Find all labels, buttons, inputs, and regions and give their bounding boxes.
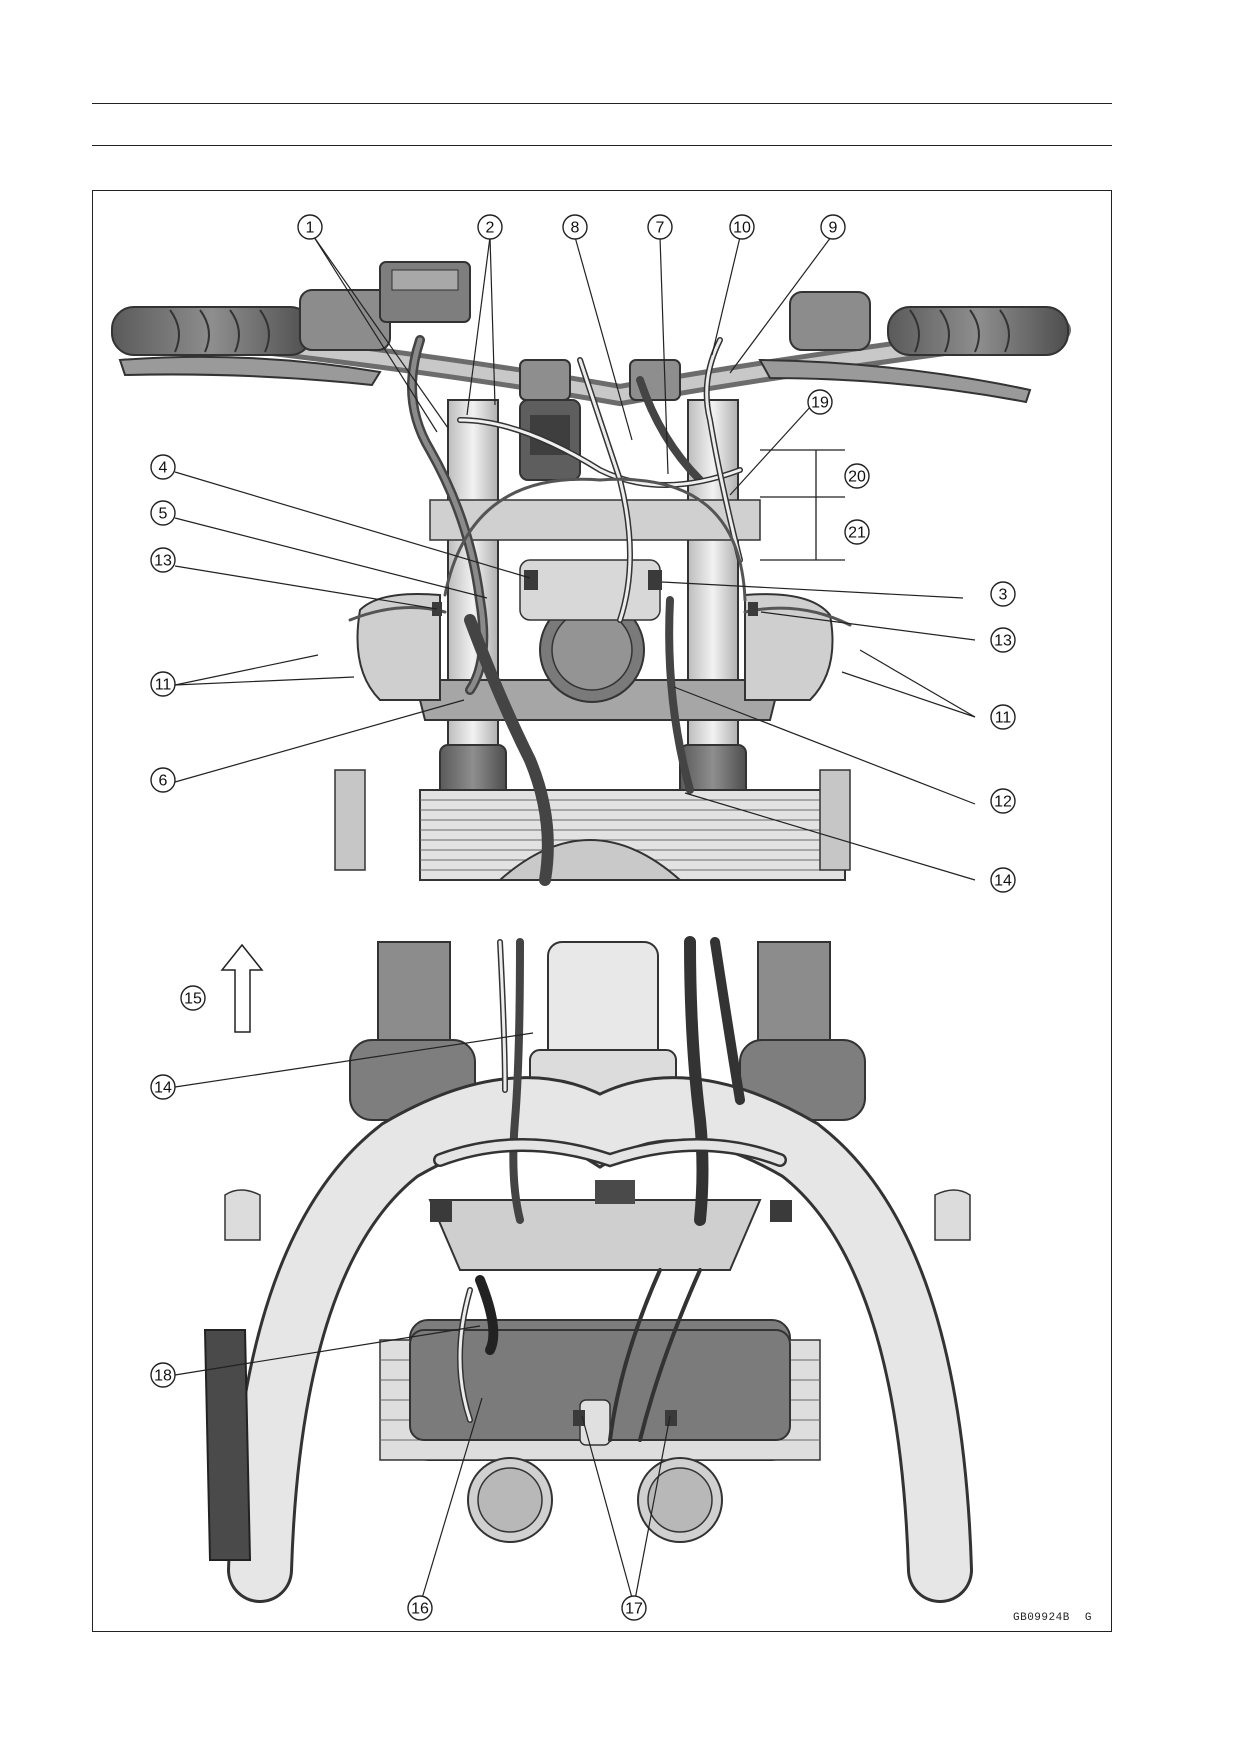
callout-15: 15 [184, 991, 202, 1008]
header-rule-bottom [92, 145, 1112, 146]
frame-lower-view [203, 941, 973, 1603]
callout-17: 17 [625, 1601, 643, 1618]
callout-13-left: 13 [154, 553, 172, 570]
callout-16: 16 [411, 1601, 429, 1618]
figure-frame [92, 190, 1112, 1632]
callout-19: 19 [811, 395, 829, 412]
callout-2: 2 [486, 220, 495, 237]
callout-11-right: 11 [995, 710, 1012, 727]
dimension-markers [760, 449, 845, 561]
headlight-and-body [334, 399, 851, 881]
front-direction-arrow [220, 943, 264, 1033]
header-rule-top [92, 103, 1112, 104]
callout-circles [150, 214, 1016, 1621]
callout-12: 12 [994, 794, 1012, 811]
callout-9: 9 [829, 220, 838, 237]
callout-6: 6 [159, 773, 168, 790]
callout-11-left: 11 [155, 677, 172, 694]
callout-3: 3 [999, 587, 1008, 604]
figure-code-suffix: G [1084, 1612, 1093, 1624]
callout-21: 21 [848, 525, 866, 542]
callout-8: 8 [571, 220, 580, 237]
callout-18: 18 [154, 1368, 172, 1385]
callout-4: 4 [159, 460, 168, 477]
figure-code-id: GB09924B [1013, 1612, 1070, 1624]
callout-7: 7 [656, 220, 665, 237]
callout-1: 1 [306, 220, 315, 237]
callout-10: 10 [733, 220, 751, 237]
callout-20: 20 [848, 469, 866, 486]
cable-harness-bottom [430, 936, 792, 1442]
leader-lines [174, 236, 976, 1606]
callout-14-top: 14 [994, 873, 1012, 890]
figure-code: GB09924B G [1013, 1612, 1092, 1624]
cable-harness-top [348, 335, 852, 886]
callout-14-bottom: 14 [154, 1080, 172, 1097]
callout-13-right: 13 [994, 633, 1012, 650]
callout-numbers: 1 2 8 7 10 9 19 20 21 4 5 13 11 6 3 13 1… [154, 220, 1012, 1618]
callout-5: 5 [159, 506, 168, 523]
front-fork-upper [413, 399, 782, 876]
